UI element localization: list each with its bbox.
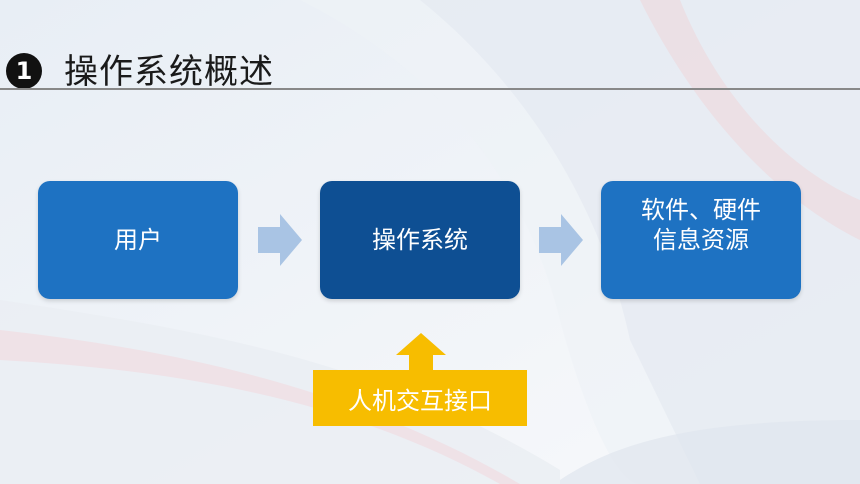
right-arrow-icon: [539, 214, 583, 266]
up-arrow-icon: [396, 333, 446, 371]
user-box: 用户: [38, 181, 238, 299]
right-arrow-icon: [258, 214, 302, 266]
resources-label-line1: 软件、硬件: [641, 196, 761, 224]
interface-label: 人机交互接口: [348, 386, 492, 415]
title-divider: [0, 88, 860, 90]
user-label: 用户: [114, 226, 162, 254]
page-title: 操作系统概述: [64, 52, 274, 92]
os-label: 操作系统: [372, 226, 468, 254]
operating-system-box: 操作系统: [320, 181, 520, 299]
resources-box: 软件、硬件 信息资源: [601, 181, 801, 299]
resources-label-line2: 信息资源: [653, 226, 749, 254]
section-number-badge: 1: [6, 53, 42, 89]
interface-box: 人机交互接口: [313, 370, 527, 426]
